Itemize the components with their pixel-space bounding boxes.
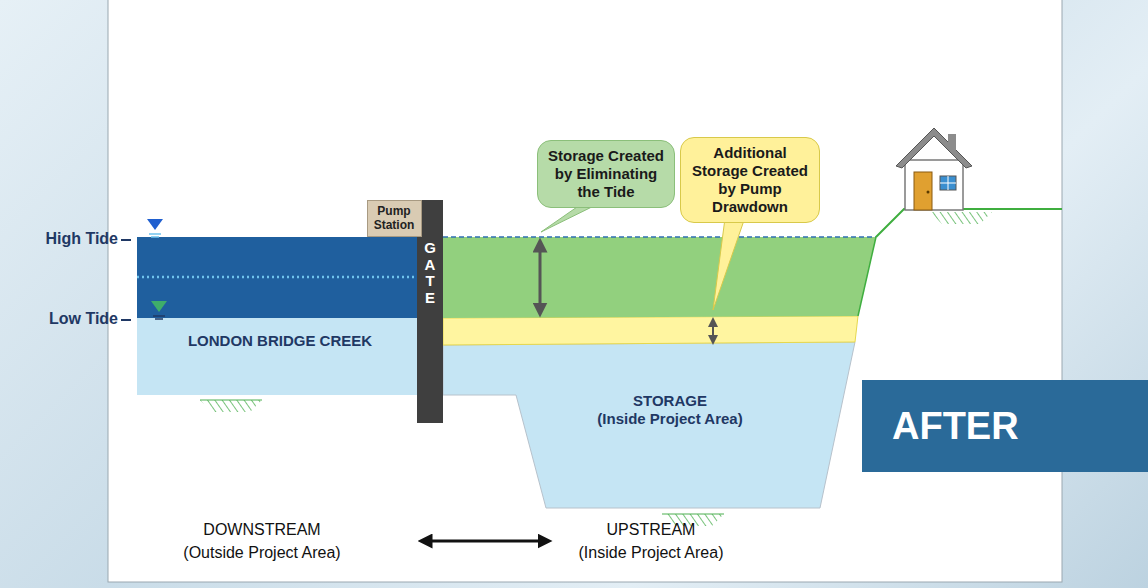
high-tide-line [443, 236, 876, 238]
depth-arrow [539, 245, 542, 310]
node-text: STORAGE [540, 392, 800, 410]
panel [108, 0, 1062, 582]
direction-label: (Inside Project Area) [579, 544, 724, 562]
callout-box: Additional Storage Created by Pump Drawd… [680, 137, 820, 223]
drawdown-storage [443, 316, 858, 345]
banner-text: AFTER [892, 407, 1019, 445]
direction-label: UPSTREAM [607, 521, 696, 539]
node-text: Additional Storage Created by Pump Drawd… [687, 144, 813, 216]
callout-box: Storage Created by Eliminating the Tide [537, 140, 675, 208]
ground-symbol [200, 400, 262, 412]
water-region: LONDON BRIDGE CREEK [170, 332, 390, 350]
tidal-water [137, 237, 417, 318]
node-text: Storage Created by Eliminating the Tide [544, 147, 668, 201]
storage-basin [443, 342, 855, 508]
direction-arrow [425, 540, 545, 543]
gate-label: GATE [417, 240, 443, 306]
mean-tide-line [137, 276, 417, 279]
direction-label: (Outside Project Area) [183, 544, 340, 562]
depth-arrow [712, 322, 714, 340]
tide-label: High Tide [45, 230, 118, 248]
ground-line [876, 209, 1062, 237]
node-text: LONDON BRIDGE CREEK [170, 332, 390, 350]
creek-bed-water [137, 318, 417, 395]
bank-line [858, 237, 876, 316]
node-text: GATE [423, 240, 438, 306]
tide-tick [121, 239, 131, 241]
stage-banner: AFTER [862, 380, 1148, 472]
ground-symbol [930, 212, 992, 224]
storage-region: STORAGE(Inside Project Area) [540, 392, 800, 428]
tide-tick [121, 319, 131, 321]
direction-label: DOWNSTREAM [203, 521, 320, 539]
tide-storage [443, 237, 876, 318]
node-text: (Inside Project Area) [540, 410, 800, 428]
house-icon [896, 128, 972, 210]
high-water-symbol [147, 219, 163, 237]
tide-label: Low Tide [49, 310, 118, 328]
node-text: Pump Station [370, 204, 419, 233]
low-water-symbol [151, 301, 167, 319]
pump-station-box: Pump Station [367, 200, 422, 237]
